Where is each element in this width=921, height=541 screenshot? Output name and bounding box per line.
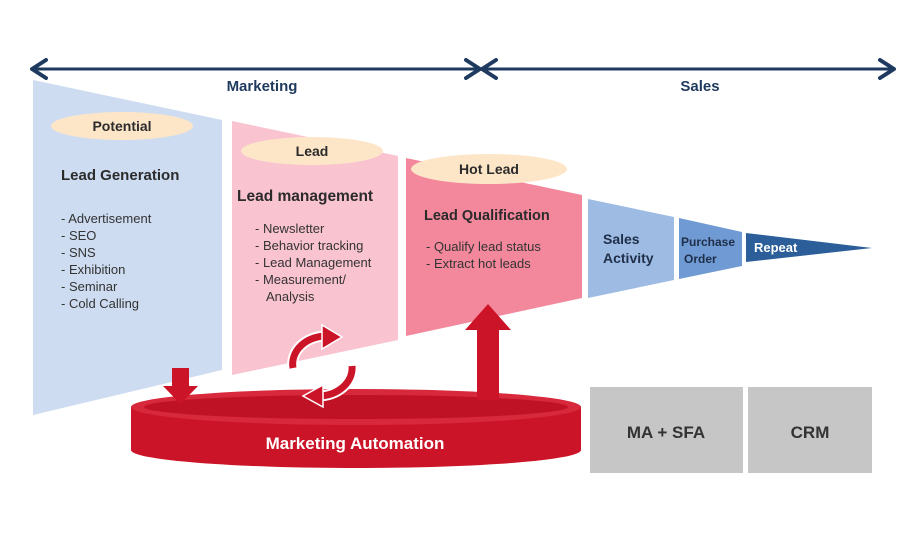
hot-lead-item: - Qualify lead status xyxy=(426,239,541,254)
potential-item: - Cold Calling xyxy=(61,296,139,311)
up-arrow-icon xyxy=(465,304,511,400)
potential-badge xyxy=(51,112,193,140)
ma-sfa-label: MA + SFA xyxy=(627,423,705,442)
potential-item: - SNS xyxy=(61,245,96,260)
repeat-segment xyxy=(746,233,872,262)
lead-management-title: Lead management xyxy=(237,188,373,205)
marketing-automation-label: Marketing Automation xyxy=(266,434,445,453)
down-arrow-icon xyxy=(163,368,198,404)
purchase-order-line2: Order xyxy=(684,252,717,266)
lead-item: Analysis xyxy=(266,289,315,304)
sales-label: Sales xyxy=(680,78,719,95)
lead-item: - Lead Management xyxy=(255,255,372,270)
lead-item: - Measurement/ xyxy=(255,272,346,287)
marketing-automation-cylinder xyxy=(131,389,581,468)
hot-lead-segment xyxy=(406,158,582,336)
ma-sfa-box xyxy=(590,387,743,473)
lead-badge xyxy=(241,137,383,165)
marketing-arrow xyxy=(30,58,482,80)
sales-activity-line2: Activity xyxy=(603,250,654,266)
cycle-arrows-icon xyxy=(287,323,358,409)
potential-badge-label: Potential xyxy=(92,118,151,134)
potential-item: - SEO xyxy=(61,228,96,243)
lead-segment xyxy=(232,121,398,375)
hot-lead-badge xyxy=(411,154,567,184)
sales-activity-segment xyxy=(588,199,674,298)
potential-segment xyxy=(33,80,222,415)
potential-item: - Seminar xyxy=(61,279,118,294)
lead-item: - Behavior tracking xyxy=(255,238,363,253)
hot-lead-badge-label: Hot Lead xyxy=(459,161,519,177)
crm-label: CRM xyxy=(791,423,830,442)
marketing-label: Marketing xyxy=(227,78,298,95)
hot-lead-item: - Extract hot leads xyxy=(426,256,531,271)
repeat-label: Repeat xyxy=(754,240,798,255)
potential-item: - Advertisement xyxy=(61,211,152,226)
crm-box xyxy=(748,387,872,473)
purchase-order-segment xyxy=(679,218,742,279)
lead-qualification-title: Lead Qualification xyxy=(424,208,550,224)
potential-item: - Exhibition xyxy=(61,262,125,277)
sales-activity-line1: Sales xyxy=(603,231,640,247)
purchase-order-line1: Purchase xyxy=(681,235,735,249)
lead-item: - Newsletter xyxy=(255,221,325,236)
lead-badge-label: Lead xyxy=(296,143,329,159)
lead-generation-title: Lead Generation xyxy=(61,167,179,184)
sales-arrow xyxy=(480,58,896,80)
